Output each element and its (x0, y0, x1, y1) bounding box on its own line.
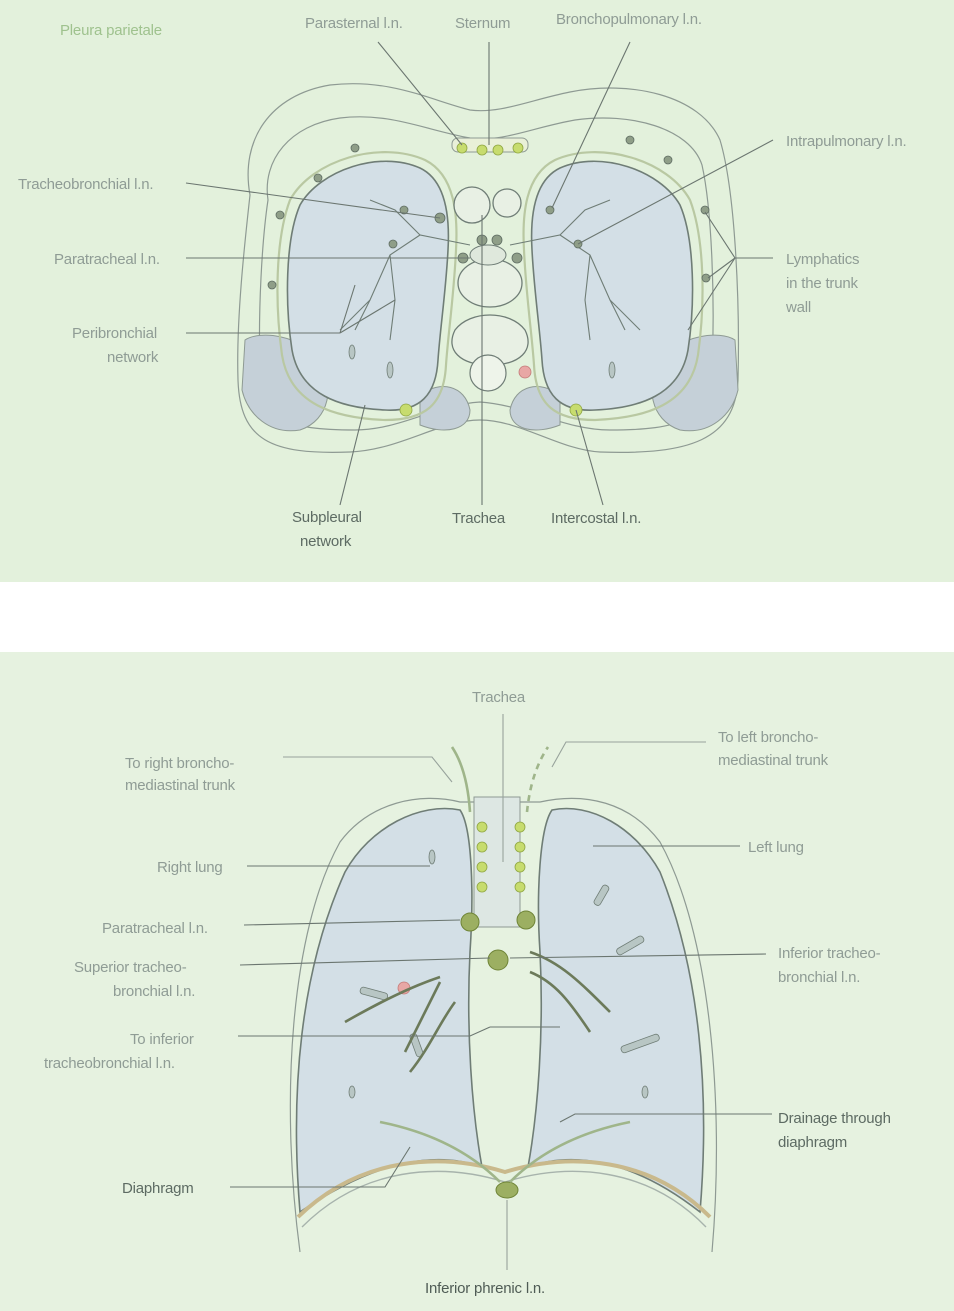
right-bronchial-tree (339, 199, 471, 341)
label-lymphatics-1: Lymphatics (786, 251, 859, 268)
label-sternum: Sternum (455, 15, 510, 32)
label-left-trunk-1: To left broncho- (718, 729, 818, 746)
trachea-shape (469, 244, 507, 266)
great-vessel-1 (453, 186, 491, 224)
label-right-lung: Right lung (157, 859, 223, 876)
top-leader-lines (185, 41, 774, 506)
lymph-nodes-top (267, 135, 711, 417)
vertebra-body (451, 314, 529, 366)
trunk-wall-outline (237, 83, 740, 453)
label-superior-tb-1: Superior tracheo- (74, 959, 187, 976)
label-drainage-1: Drainage through (778, 1110, 891, 1127)
label-bronchopulmonary-ln: Bronchopulmonary l.n. (556, 11, 702, 28)
sternum-shape (451, 137, 529, 153)
cross-section-diagram: Pleura parietale Parasternal l.n. Sternu… (18, 11, 907, 550)
label-to-inferior-1: To inferior (130, 1031, 194, 1048)
left-bronchial-tree (509, 199, 641, 341)
label-inferior-phrenic-ln: Inferior phrenic l.n. (425, 1280, 545, 1297)
label-inferior-tb-2: bronchial l.n. (778, 969, 860, 986)
label-to-inferior-2: tracheobronchial l.n. (44, 1055, 175, 1072)
label-paratracheal-bottom: Paratracheal l.n. (102, 920, 208, 937)
label-lymphatics-3: wall (785, 299, 811, 316)
label-inferior-tb-1: Inferior tracheo- (778, 945, 881, 962)
right-lung-frontal (295, 807, 484, 1214)
left-parietal-pleura (522, 151, 704, 422)
frontal-drainage-diagram: Trachea To right broncho- mediastinal tr… (44, 689, 891, 1297)
left-lung-frontal (526, 807, 705, 1214)
label-intrapulmonary-ln: Intrapulmonary l.n. (786, 133, 906, 150)
label-superior-tb-2: bronchial l.n. (113, 983, 195, 1000)
label-drainage-2: diaphragm (778, 1134, 847, 1151)
label-paratracheal-ln: Paratracheal l.n. (54, 251, 160, 268)
cross-section-slide: Pleura parietale Parasternal l.n. Sternu… (0, 0, 954, 582)
label-parasternal-ln: Parasternal l.n. (305, 15, 403, 32)
lung-vessels (348, 849, 660, 1099)
right-lung-cross-section (286, 160, 450, 411)
paravertebral-muscle-right (509, 386, 561, 431)
paravertebral-muscle-left (419, 386, 471, 431)
label-left-lung: Left lung (748, 839, 804, 856)
tracheal-node-chain (460, 821, 536, 1199)
spinal-canal (469, 354, 507, 392)
diaphragm-inner (301, 1170, 707, 1228)
label-tracheobronchial-ln: Tracheobronchial l.n. (18, 176, 153, 193)
label-subpleural-1: Subpleural (292, 509, 362, 526)
label-subpleural-2: network (300, 533, 352, 550)
heart-region (457, 258, 523, 308)
label-trachea-top: Trachea (452, 510, 506, 527)
label-peribronchial-2: network (107, 349, 159, 366)
label-left-trunk-2: mediastinal trunk (718, 752, 829, 769)
label-diaphragm: Diaphragm (122, 1180, 194, 1197)
label-right-trunk-2: mediastinal trunk (125, 777, 236, 794)
label-intercostal-ln: Intercostal l.n. (551, 510, 641, 527)
label-right-trunk-1: To right broncho- (125, 755, 234, 772)
label-trachea-bottom: Trachea (472, 689, 526, 706)
drainage-arrows (344, 746, 631, 1183)
frontal-view-slide: Trachea To right broncho- mediastinal tr… (0, 652, 954, 1311)
label-lymphatics-2: in the trunk (786, 275, 859, 292)
right-parietal-pleura (276, 151, 458, 422)
bottom-leader-lines (230, 714, 772, 1270)
label-peribronchial-1: Peribronchial (72, 325, 157, 342)
great-vessel-2 (492, 188, 522, 218)
diaphragm-shape (296, 1159, 712, 1219)
label-pleura-parietale: Pleura parietale (60, 22, 162, 39)
